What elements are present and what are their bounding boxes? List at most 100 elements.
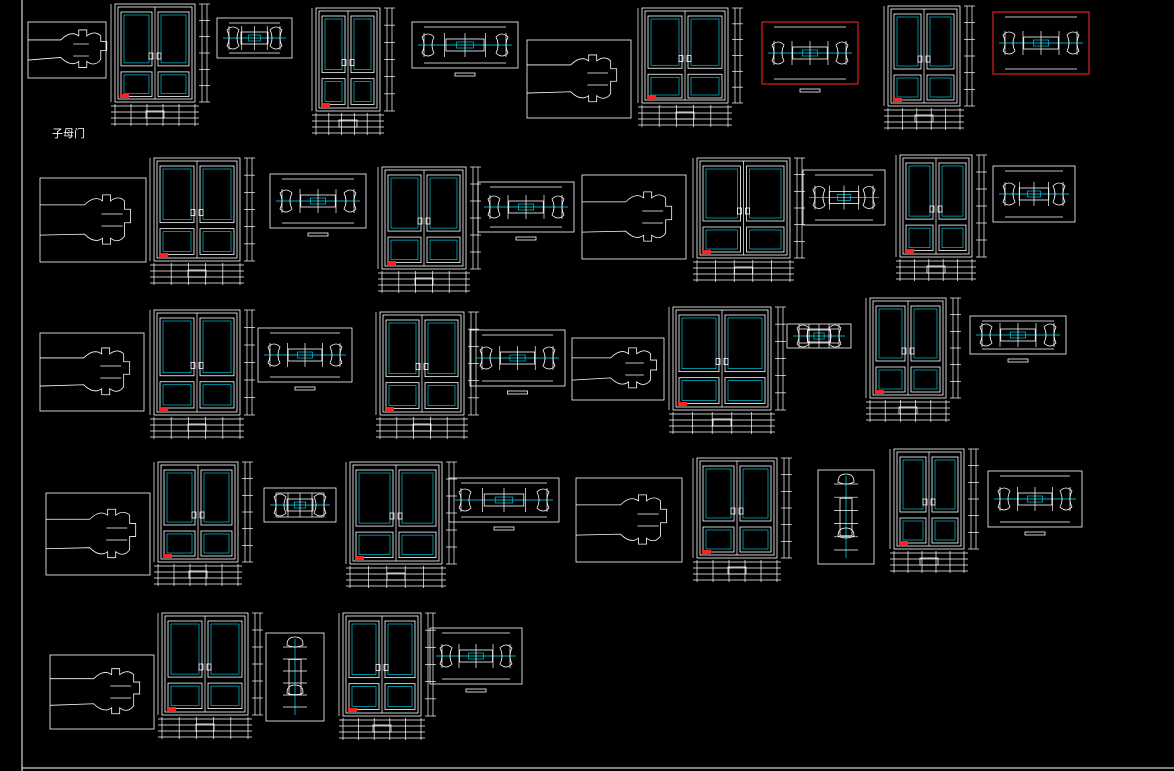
door-section-detail	[429, 627, 523, 693]
door-lower-panel	[398, 531, 437, 558]
door-handle-right	[937, 205, 943, 213]
door-outer-frame	[153, 157, 241, 262]
door-handle-right	[686, 55, 692, 62]
door-lower-panel-inner	[353, 81, 372, 102]
door-upper-panel-inner	[387, 623, 413, 675]
threshold-detail	[188, 570, 208, 579]
door-lower-panel-inner	[210, 685, 240, 706]
section-caption-bar	[307, 232, 329, 237]
door-lower-panel	[321, 78, 346, 105]
door-lower-panel	[875, 366, 906, 393]
profile-outline	[27, 29, 108, 68]
threshold-detail	[195, 723, 215, 732]
door-lower-panel	[200, 530, 233, 557]
door-upper-panel-inner	[162, 168, 192, 220]
door-lower-panel-inner	[162, 231, 192, 252]
door-lower-panel-inner	[934, 520, 956, 541]
profile-outline	[526, 54, 618, 103]
door-lower-panel-inner	[203, 533, 230, 554]
door-elevation	[889, 448, 979, 573]
section-caption-bar	[1024, 531, 1046, 536]
door-lower-panel-inner	[387, 686, 413, 707]
vsection-core	[839, 497, 853, 537]
section-caption-bar	[465, 688, 487, 693]
door-upper-panel-inner	[705, 468, 732, 519]
door-section-detail	[761, 21, 859, 93]
door-handle-right	[198, 362, 204, 369]
door-handle-right	[156, 52, 162, 60]
door-lower-panel-inner	[388, 385, 417, 406]
section-frame	[263, 487, 337, 523]
door-handle-left	[901, 347, 907, 355]
door-upper-panel-inner	[727, 317, 763, 369]
door-upper-panel-inner	[388, 322, 417, 374]
door-red-marker	[321, 103, 330, 107]
door-lower-panel	[926, 74, 955, 101]
door-section-detail	[987, 470, 1083, 536]
door-upper-panel-inner	[324, 18, 343, 70]
door-upper-panel-inner	[742, 468, 769, 519]
section-profile	[226, 26, 240, 50]
door-section-detail	[257, 327, 353, 391]
section-frame	[802, 169, 886, 226]
section-caption-bar	[799, 88, 821, 93]
threshold-detail	[734, 266, 753, 275]
moulding-profile-detail	[39, 177, 147, 263]
section-frame	[992, 165, 1076, 223]
section-profile	[835, 41, 849, 65]
door-lower-panel-inner	[202, 231, 232, 252]
door-outer-frame	[696, 457, 778, 559]
threshold-detail	[145, 110, 165, 119]
door-red-marker	[387, 261, 396, 265]
threshold-detail	[919, 557, 939, 566]
door-lower-panel-inner	[913, 369, 938, 390]
door-handle-right	[909, 347, 915, 355]
threshold-detail	[372, 724, 392, 733]
door-red-marker	[120, 94, 129, 98]
section-profile	[812, 186, 826, 209]
door-outer-frame	[315, 7, 381, 112]
door-handle-right	[199, 511, 205, 519]
door-upper-panel-inner	[681, 317, 717, 369]
door-elevation	[149, 309, 255, 439]
door-lower-panel	[739, 526, 772, 553]
threshold-detail	[914, 114, 934, 123]
door-red-marker	[678, 402, 687, 406]
door-outer-frame	[899, 154, 973, 258]
door-handle-left	[198, 663, 204, 671]
door-lower-panel-inner	[123, 74, 150, 94]
door-lower-panel	[678, 377, 720, 404]
door-section-detail	[269, 173, 367, 237]
door-handle-left	[191, 511, 197, 519]
section-profile	[551, 195, 565, 219]
door-handle-left	[922, 498, 928, 506]
vsection-profile	[837, 527, 855, 539]
door-handle-left	[190, 209, 196, 216]
door-lower-panel	[426, 236, 461, 264]
door-upper-panel-inner	[690, 18, 720, 66]
door-section-detail	[477, 181, 575, 241]
section-profile	[273, 493, 287, 517]
door-red-marker	[167, 707, 176, 711]
door-outer-frame	[161, 612, 249, 716]
section-profile	[1002, 31, 1016, 55]
threshold-detail	[338, 119, 358, 128]
door-lower-panel	[938, 224, 967, 252]
section-profile	[487, 195, 501, 219]
door-outer-frame	[672, 306, 772, 411]
door-upper-panel-inner	[934, 459, 956, 510]
door-upper-panel	[424, 319, 459, 378]
door-upper-panel-inner	[210, 623, 240, 675]
door-lower-panel	[348, 683, 380, 710]
door-elevation	[375, 311, 479, 439]
door-lower-panel	[387, 236, 422, 264]
door-handle-right	[738, 507, 744, 515]
profile-outline	[49, 668, 141, 715]
door-lower-panel-inner	[878, 369, 903, 390]
door-lower-panel-inner	[429, 239, 458, 260]
door-elevation	[883, 5, 975, 130]
profile-frame	[581, 174, 687, 260]
section-profile	[1043, 323, 1057, 347]
door-upper-panel-inner	[401, 472, 434, 524]
